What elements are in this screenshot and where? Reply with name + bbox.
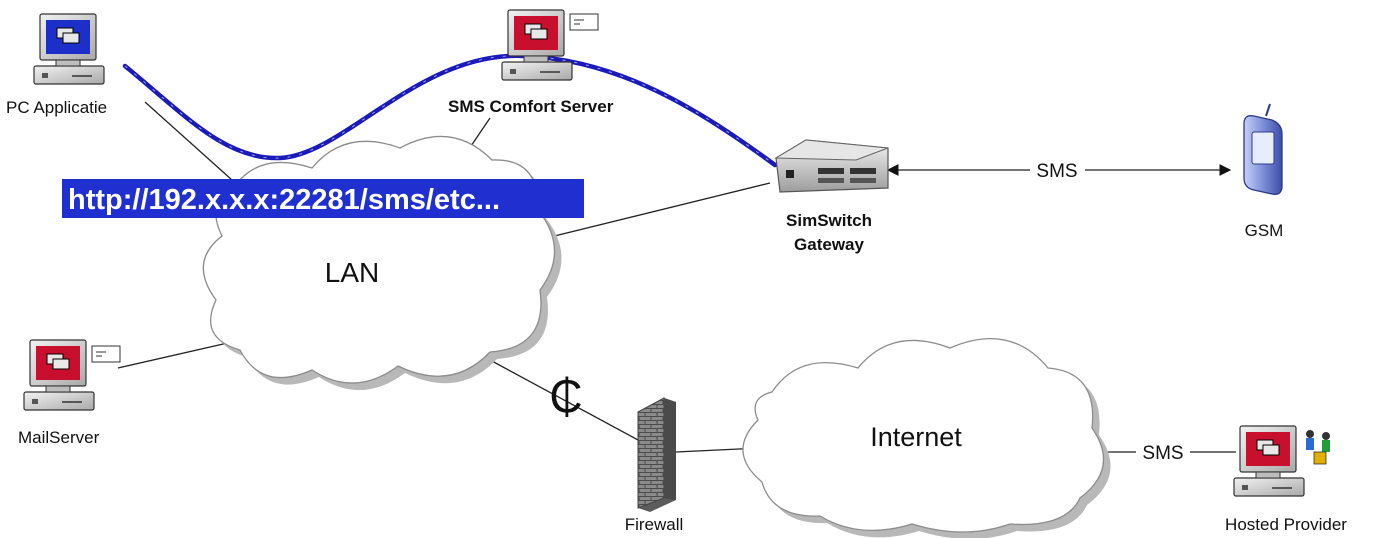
gsm-label: GSM <box>1245 221 1284 240</box>
url-banner: http://192.x.x.x:22281/sms/etc... <box>62 179 584 218</box>
link-lan-firewall <box>489 359 639 441</box>
envelope-icon <box>569 13 599 31</box>
sms-comfort-server-node: SMS Comfort Server <box>448 9 614 116</box>
link-gateway-lan <box>529 182 771 243</box>
pc-applicatie-label: PC Applicatie <box>6 98 107 117</box>
server-computer-icon <box>1233 425 1330 497</box>
gateway-device-icon <box>774 139 889 193</box>
http-request-path <box>122 53 778 168</box>
hosted-provider-label: Hosted Provider <box>1225 515 1347 534</box>
hosted-provider-node: Hosted Provider <box>1225 425 1347 534</box>
internet-label: Internet <box>870 422 962 452</box>
url-banner-text: http://192.x.x.x:22281/sms/etc... <box>68 184 500 216</box>
gsm-node: GSM <box>1243 103 1284 240</box>
cost-symbol: ₵ <box>549 370 582 422</box>
pc-applicatie-node: PC Applicatie <box>6 13 107 117</box>
server-computer-mail-icon <box>23 339 121 411</box>
desktop-computer-icon <box>33 13 105 85</box>
server-computer-mail-icon <box>501 9 599 81</box>
link-pc-app-lan <box>144 101 233 181</box>
mobile-phone-icon <box>1243 103 1283 195</box>
gateway-label-line1: SimSwitch <box>786 211 872 230</box>
sms-comfort-server-label: SMS Comfort Server <box>448 97 614 116</box>
firewall-brick-wall-icon <box>637 397 676 512</box>
lan-label: LAN <box>325 257 379 288</box>
lan-cloud: LAN <box>202 135 562 391</box>
gateway-label-line2: Gateway <box>794 235 864 254</box>
gateway-gsm-sms-label: SMS <box>1036 161 1077 182</box>
connections <box>117 101 1236 453</box>
link-mailserver-lan <box>117 341 233 369</box>
internet-provider-sms-label: SMS <box>1142 443 1183 464</box>
network-people-icon <box>1306 430 1330 465</box>
firewall-node: Firewall <box>625 397 684 534</box>
simswitch-gateway-node: SimSwitch Gateway <box>774 139 889 254</box>
mailserver-node: MailServer <box>18 339 121 447</box>
firewall-label: Firewall <box>625 515 684 534</box>
envelope-icon <box>91 345 121 363</box>
mailserver-label: MailServer <box>18 428 100 447</box>
internet-cloud: Internet <box>742 337 1111 538</box>
